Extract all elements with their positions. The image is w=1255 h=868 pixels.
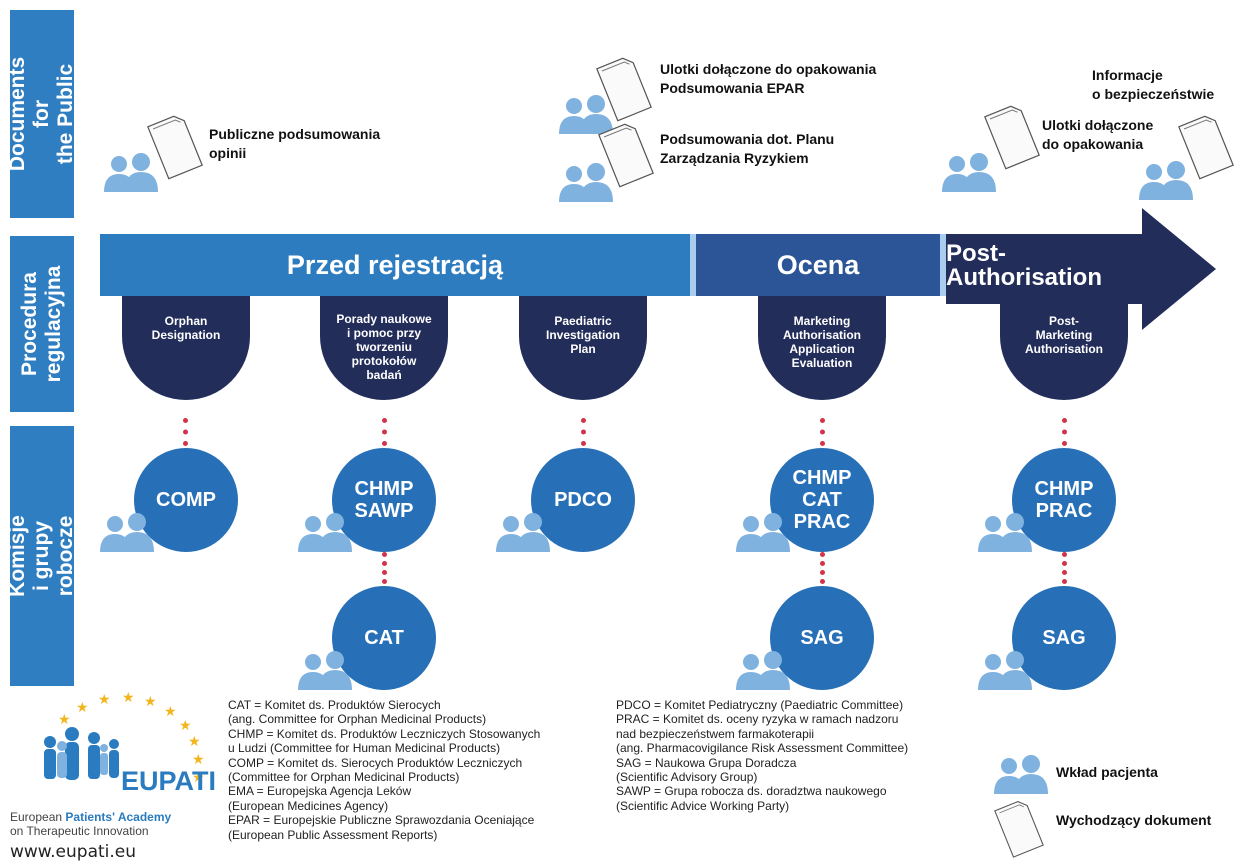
procedure-scientific-advice: Porady naukowe i pomoc przy tworzeniu pr… — [320, 296, 448, 400]
legend-abbreviations-right: PDCO = Komitet Pediatryczny (Paediatric … — [616, 698, 909, 813]
svg-text:★: ★ — [192, 770, 205, 786]
procedure-post-marketing: Post- Marketing Authorisation — [1000, 296, 1128, 400]
document-icon — [984, 105, 1040, 170]
phase-label-eval: Ocena — [776, 249, 860, 280]
people-icon — [496, 513, 550, 552]
people-icon — [1139, 161, 1193, 200]
eupati-logo-name: EUPATI — [121, 766, 217, 796]
people-icon — [104, 153, 158, 192]
people-icon — [736, 513, 790, 552]
svg-text:★: ★ — [164, 704, 177, 720]
committee-chmp-cat-prac: CHMP CAT PRAC — [770, 448, 874, 552]
svg-text:★: ★ — [192, 752, 205, 768]
connector — [820, 418, 830, 446]
section-tab-procedure: Procedura regulacyjna — [10, 236, 74, 412]
public-doc-opinion-summaries: Publiczne podsumowania opinii — [209, 126, 381, 161]
legend-patient-input: Wkład pacjenta — [1056, 764, 1158, 780]
section-tab-documents: Documents for the Public — [6, 10, 77, 218]
eupati-tagline-highlight: Patients' Academy — [65, 810, 172, 824]
svg-text:★: ★ — [76, 700, 89, 716]
legend-abbreviations-left: CAT = Komitet ds. Produktów Sierocych (a… — [228, 698, 541, 842]
phase-label-post: Post- Authorisation — [946, 240, 1102, 291]
section-label-procedure: Procedura regulacyjna — [18, 265, 65, 383]
connector — [382, 418, 392, 446]
eupati-tagline-start: European — [10, 810, 66, 824]
section-tab-committees: Komisje i grupy robocze — [6, 426, 77, 686]
people-icon — [559, 163, 613, 202]
document-icon — [1178, 115, 1234, 180]
connector — [1062, 418, 1072, 446]
committee-pdco: PDCO — [531, 448, 635, 552]
people-icon — [736, 651, 790, 690]
connector — [820, 552, 830, 584]
svg-text:★: ★ — [188, 734, 201, 750]
public-doc-leaflets-epar: Ulotki dołączone do opakowania Podsumowa… — [660, 61, 877, 96]
eupati-logo-tagline: European Patients' Academy on Therapeuti… — [10, 810, 171, 838]
people-icon — [298, 651, 352, 690]
people-icon — [978, 651, 1032, 690]
procedure-orphan-designation: Orphan Designation — [122, 296, 250, 400]
procedure-label: Paediatric Investigation Plan — [545, 314, 620, 356]
phase-pre-authorisation: Przed rejestracją — [100, 234, 690, 296]
eupati-tagline-end: on Therapeutic Innovation — [10, 824, 149, 838]
committee-sag: SAG — [770, 586, 874, 690]
procedure-label: Marketing Authorisation Application Eval… — [783, 314, 861, 370]
public-doc-package-leaflets: Ulotki dołączone do opakowania — [1042, 117, 1154, 152]
procedure-paediatric-plan: Paediatric Investigation Plan — [519, 296, 647, 400]
document-icon — [596, 57, 652, 122]
section-label-documents: Documents for the Public — [6, 56, 77, 172]
svg-text:★: ★ — [98, 692, 111, 708]
phase-label-pre: Przed rejestracją — [286, 249, 504, 280]
eupati-url-link[interactable]: www.eupati.eu — [10, 842, 137, 862]
svg-text:★: ★ — [144, 694, 157, 710]
people-icon — [994, 755, 1048, 794]
connector — [183, 418, 193, 446]
committee-sag: SAG — [1012, 586, 1116, 690]
document-icon — [994, 801, 1044, 858]
phase-separator — [940, 234, 946, 296]
procedure-label: Orphan Designation — [151, 314, 221, 342]
people-icon — [942, 153, 996, 192]
connector — [581, 418, 591, 446]
section-label-committees: Komisje i grupy robocze — [6, 515, 77, 597]
procedure-maa-evaluation: Marketing Authorisation Application Eval… — [758, 296, 886, 400]
svg-text:★: ★ — [122, 690, 135, 706]
procedure-label: Post- Marketing Authorisation — [1025, 314, 1103, 356]
phase-separator — [690, 234, 696, 296]
legend-output-document: Wychodzący dokument — [1056, 812, 1212, 828]
connector — [382, 552, 392, 584]
committee-comp: COMP — [134, 448, 238, 552]
people-icon — [298, 513, 352, 552]
phase-evaluation: Ocena — [696, 234, 940, 296]
people-icon — [100, 513, 154, 552]
svg-text:★: ★ — [179, 718, 192, 734]
committee-chmp-prac: CHMP PRAC — [1012, 448, 1116, 552]
committee-cat: CAT — [332, 586, 436, 690]
connector — [1062, 552, 1072, 584]
committee-chmp-sawp: CHMP SAWP — [332, 448, 436, 552]
public-doc-risk-management: Podsumowania dot. Planu Zarządzania Ryzy… — [660, 131, 835, 166]
procedure-label: Porady naukowe i pomoc przy tworzeniu pr… — [336, 312, 432, 382]
people-icon — [978, 513, 1032, 552]
eupati-logo-graphic: ★ ★ ★ ★ ★ ★ ★ ★ ★ ★ — [44, 690, 205, 786]
people-icon — [559, 95, 613, 134]
document-icon — [147, 115, 203, 180]
public-doc-safety-info: Informacje o bezpieczeństwie — [1092, 67, 1215, 102]
svg-text:★: ★ — [58, 712, 71, 728]
document-icon — [598, 123, 654, 188]
